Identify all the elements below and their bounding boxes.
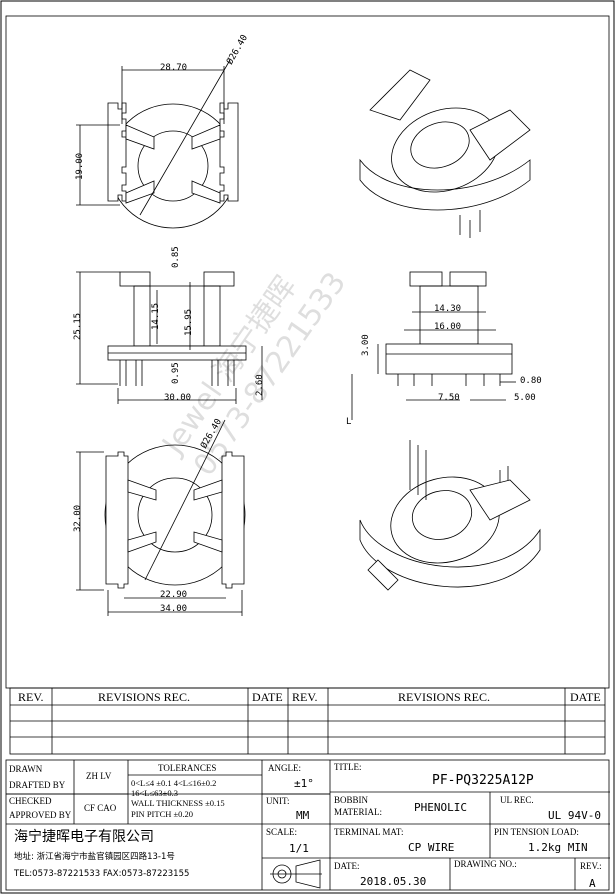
revisions-rec-header: REVISIONS REC.	[98, 690, 191, 704]
company-address: 地址: 浙江省海宁市盐官镇园区四路13-1号	[14, 852, 175, 862]
scale-value: 1/1	[289, 842, 309, 855]
dim-side-height: 25.15	[73, 312, 83, 340]
angle-value: ±1°	[294, 777, 314, 790]
scale-label: SCALE:	[266, 827, 298, 837]
title-value: PF-PQ3225A12P	[432, 773, 534, 788]
drafted-value: ZH LV	[86, 771, 112, 781]
dim-bottom-inner: 22.90	[160, 590, 188, 600]
unit-label: UNIT:	[266, 796, 290, 806]
dim-end-c: 3.00	[361, 334, 371, 356]
date-col-header-2: DATE	[570, 690, 601, 704]
rev-value: A	[589, 877, 596, 890]
date-value: 2018.05.30	[360, 875, 427, 888]
terminal-label: TERMINAL MAT:	[334, 827, 404, 837]
revisions-table	[9, 687, 606, 755]
dim-side-b: 15.95	[184, 308, 194, 336]
tension-label: PIN TENSION LOAD:	[494, 827, 579, 837]
dim-side-e: 2.60	[255, 374, 265, 396]
dim-end-a: 14.30	[434, 304, 462, 314]
ul-value: UL 94V-0	[548, 809, 601, 822]
drawing-no-label: DRAWING NO.:	[454, 859, 517, 869]
company-name: 海宁捷晖电子有限公司	[14, 829, 154, 845]
date-label: DATE:	[334, 861, 360, 871]
top-view	[76, 59, 239, 229]
bottom-view	[76, 419, 246, 616]
tolerances-label: TOLERANCES	[158, 763, 217, 773]
dim-bottom-width: 34.00	[160, 604, 188, 614]
terminal-value: CP WIRE	[408, 841, 455, 854]
tolerance-line-1: 0<L≤4 ±0.1 4<L≤16±0.2	[131, 778, 217, 788]
dim-top-width: 28.70	[160, 63, 188, 73]
unit-value: MM	[296, 809, 310, 822]
dim-end-f: 0.80	[520, 376, 542, 386]
isometric-view-top	[359, 69, 531, 238]
dim-side-a: 14.15	[151, 302, 161, 330]
dim-end-g: L	[346, 417, 352, 427]
dim-side-c: 0.85	[171, 246, 181, 268]
title-block	[5, 759, 610, 891]
approved-value: CF CAO	[84, 803, 117, 813]
angle-label: ANGLE:	[268, 763, 301, 773]
dim-side-d: 0.95	[171, 362, 181, 384]
ul-label: UL REC.	[500, 795, 534, 805]
material-value: PHENOLIC	[414, 801, 467, 814]
dim-end-b: 16.00	[434, 322, 462, 332]
rev-col-header-2: REV.	[292, 690, 318, 704]
dim-top-height: 19.00	[75, 152, 85, 180]
dim-end-d: 7.50	[438, 393, 460, 403]
company-contact: TEL:0573-87221533 FAX:0573-87223155	[14, 869, 190, 879]
dim-bottom-height: 32.00	[73, 504, 83, 532]
approved-label: APPROVED BY	[9, 810, 72, 820]
tolerance-line-2: 16<L≤63±0.3	[131, 788, 178, 798]
rev-col-header: REV.	[18, 690, 44, 704]
checked-label: CHECKED	[9, 796, 52, 806]
dim-side-width: 30.00	[164, 393, 192, 403]
revisions-rec-header-2: REVISIONS REC.	[398, 690, 491, 704]
side-view	[76, 271, 263, 404]
tension-value: 1.2kg MIN	[528, 841, 588, 854]
tolerance-line-3: WALL THICKNESS ±0.15	[131, 798, 225, 808]
drafted-label: DRAFTED BY	[9, 780, 66, 790]
drawn-label: DRAWN	[9, 764, 43, 774]
bobbin-label: BOBBIN	[334, 795, 369, 805]
isometric-view-bottom	[359, 440, 541, 591]
tolerance-line-4: PIN PITCH ±0.20	[131, 809, 194, 819]
end-view	[351, 271, 516, 420]
material-label: MATERIAL:	[334, 807, 382, 817]
dim-end-e: 5.00	[514, 393, 536, 403]
title-label: TITLE:	[334, 762, 362, 772]
rev-label: REV.:	[580, 861, 602, 871]
date-col-header: DATE	[252, 690, 283, 704]
